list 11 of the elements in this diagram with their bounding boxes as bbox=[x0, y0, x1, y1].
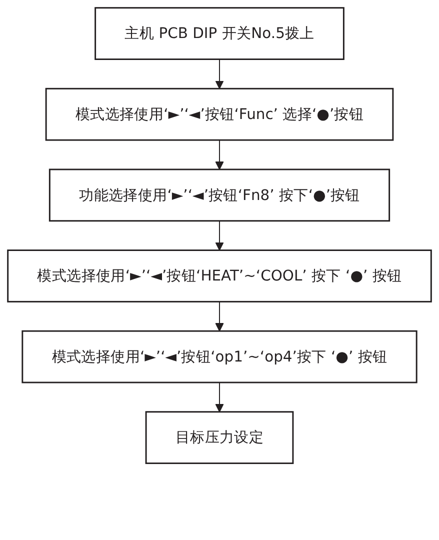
node-box: 模式选择使用‘►’‘◄’按钮‘op1’~‘op4’按下 ‘●’ 按钮 bbox=[22, 330, 418, 384]
arrow bbox=[215, 301, 224, 332]
node-box: 功能选择使用‘►’‘◄’按钮‘Fn8’ 按下‘●’按钮 bbox=[48, 168, 390, 222]
arrow bbox=[215, 220, 224, 251]
node-box: 主机 PCB DIP 开关No.5拨上 bbox=[94, 7, 344, 60]
node-box: 目标压力设定 bbox=[145, 411, 294, 464]
arrow bbox=[215, 58, 224, 90]
arrow bbox=[215, 140, 224, 170]
node-box: 模式选择使用‘►’‘◄’按钮‘HEAT’~‘COOL’ 按下 ‘●’ 按钮 bbox=[7, 250, 432, 302]
node-box: 模式选择使用‘►’‘◄’按钮‘Func’ 选择‘●’按钮 bbox=[45, 88, 394, 141]
arrow bbox=[215, 382, 224, 412]
